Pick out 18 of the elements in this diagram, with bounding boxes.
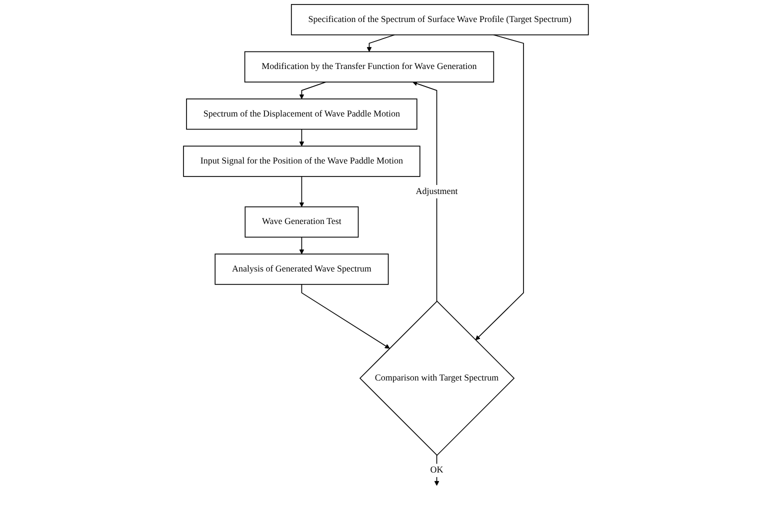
node-box: Input Signal for the Position of the Wave Paddle Motion xyxy=(183,146,420,177)
arrow xyxy=(299,176,304,208)
node-box: Wave Generation Test xyxy=(244,206,359,238)
arrow xyxy=(299,236,304,254)
node-box: Spectrum of the Displacement of Wave Paddle Motion xyxy=(186,98,418,130)
arrow xyxy=(299,82,326,100)
arrow xyxy=(301,284,390,349)
arrow xyxy=(475,34,524,340)
node-diamond: Comparison with Target Spectrum xyxy=(360,300,515,456)
node-box: Analysis of Generated Wave Spectrum xyxy=(214,254,389,285)
edge-label: Adjustment xyxy=(416,186,458,196)
arrow xyxy=(366,34,395,52)
arrow xyxy=(434,454,440,486)
arrow xyxy=(299,128,304,146)
node-box: Modification by the Transfer Function for Wave Generation xyxy=(244,51,494,82)
arrow xyxy=(412,81,438,302)
edge-label: OK xyxy=(430,465,444,475)
node-box: Specification of the Spectrum of Surface Wave Profile (Target Spectrum) xyxy=(291,4,589,36)
